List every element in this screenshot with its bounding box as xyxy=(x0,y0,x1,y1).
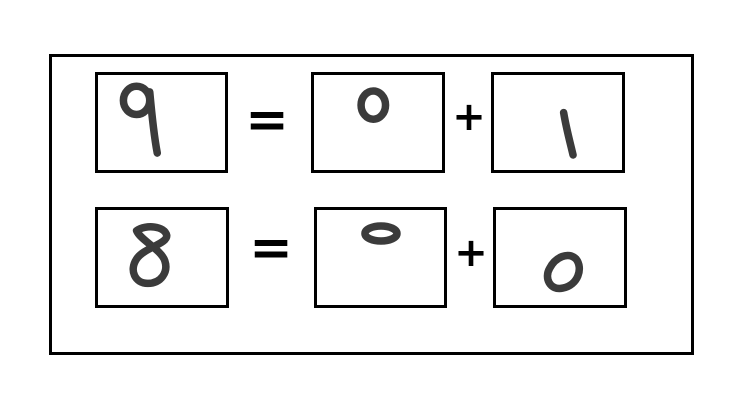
row2-right-digit xyxy=(496,210,624,305)
row1-middle-box: 0 xyxy=(311,72,445,173)
row2-equals-sign: = xyxy=(249,218,293,278)
row1-middle-digit xyxy=(314,75,442,170)
row2-left-digit xyxy=(98,210,226,305)
row2-plus-sign: + xyxy=(454,230,488,276)
row1-right-box: 1 xyxy=(491,72,625,173)
row2-middle-digit xyxy=(317,210,444,305)
row1-plus-sign: + xyxy=(452,94,486,140)
row1-left-box: 9 xyxy=(95,72,228,173)
row1-right-digit xyxy=(494,75,622,170)
outer-frame xyxy=(49,54,694,355)
row1-equals-sign: = xyxy=(245,90,289,150)
row2-left-box: 8 xyxy=(95,207,229,308)
row2-middle-box: 0 xyxy=(314,207,447,308)
row1-left-digit xyxy=(98,75,225,170)
row2-right-box: 0 xyxy=(493,207,627,308)
